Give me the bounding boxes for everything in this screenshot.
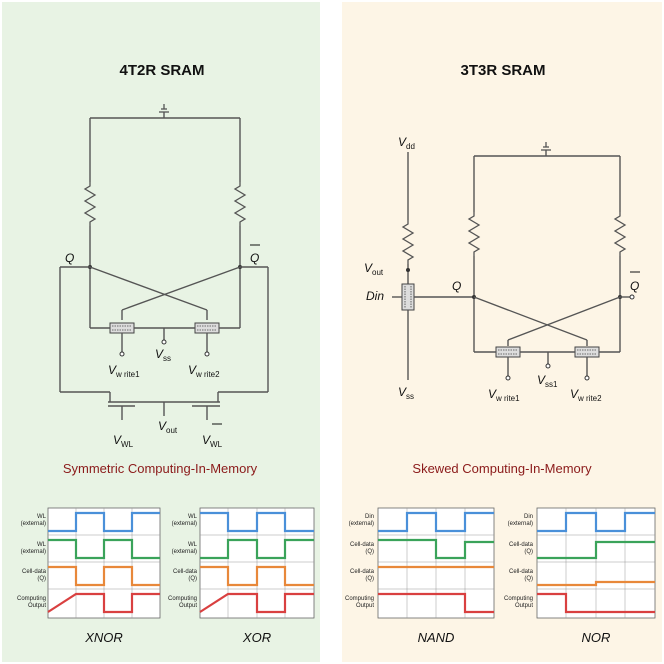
- right-panel-title: 3T3R SRAM: [460, 62, 545, 79]
- din-transistor: [401, 283, 415, 311]
- left-vwrite2-label: Vw rite2: [188, 363, 220, 379]
- right-vss-label: Vss: [398, 385, 414, 401]
- right-wave-cell-qbar: Cell-data(Q): [350, 569, 375, 582]
- right-wave-cell-q: Cell-data(Q): [350, 542, 375, 555]
- right2-wave-cell-qbar: Cell-data(Q): [509, 569, 534, 582]
- left-wave-wl-bar: WL(external): [21, 542, 47, 555]
- left2-wave-wl: WL(external): [172, 514, 198, 527]
- left-panel-title: 4T2R SRAM: [119, 62, 204, 79]
- right-din-label: Din: [366, 289, 384, 303]
- right2-wave-din: Din(external): [508, 514, 533, 527]
- left-wave-wl: WL(external): [21, 514, 47, 527]
- right-vwrite1-label: Vw rite1: [488, 387, 520, 403]
- left-vout-label: Vout: [158, 419, 178, 435]
- right-wave-din: Din(external): [349, 514, 374, 527]
- left-caption: Symmetric Computing-In-Memory: [63, 461, 258, 476]
- left-wave-cell: Cell-data(Q): [22, 569, 47, 582]
- gate-label-nand: NAND: [418, 630, 455, 645]
- right-waveform-nor: [536, 507, 656, 619]
- right-waveform-nand: [377, 507, 495, 619]
- left-waveform-xnor: [47, 507, 161, 619]
- right-q-label: Q: [452, 279, 461, 293]
- transistor-write1: [109, 322, 135, 334]
- left-vwl-label: VWL: [113, 433, 134, 449]
- right-vwrite2-label: Vw rite2: [570, 387, 602, 403]
- right2-wave-cell-q: Cell-data(Q): [509, 542, 534, 555]
- gate-label-xor: XOR: [242, 630, 271, 645]
- left-waveform-xor: [199, 507, 315, 619]
- left-vss-label: Vss: [155, 347, 171, 363]
- left-vwl-bar-label: VWL: [202, 433, 223, 449]
- transistor-write2: [194, 322, 220, 334]
- right-vdd-label: Vdd: [398, 135, 415, 151]
- transistor-r-write1: [495, 346, 521, 358]
- gate-label-nor: NOR: [582, 630, 611, 645]
- left-q-bar-label: Q: [250, 251, 259, 265]
- right-circuit: [392, 141, 635, 381]
- left-vwrite1-label: Vw rite1: [108, 363, 140, 379]
- left2-wave-cell: Cell-data(Q): [173, 569, 198, 582]
- left2-wave-wl-bar: WL(external): [172, 542, 198, 555]
- left-q-label: Q: [65, 251, 74, 265]
- right-q-bar-label: Q: [630, 279, 639, 293]
- gate-label-xnor: XNOR: [84, 630, 123, 645]
- right-caption: Skewed Computing-In-Memory: [412, 461, 592, 476]
- right-vss1-label: Vss1: [537, 373, 558, 389]
- transistor-r-write2: [574, 346, 600, 358]
- right-vout-label: Vout: [364, 261, 384, 277]
- left-circuit: [59, 103, 269, 420]
